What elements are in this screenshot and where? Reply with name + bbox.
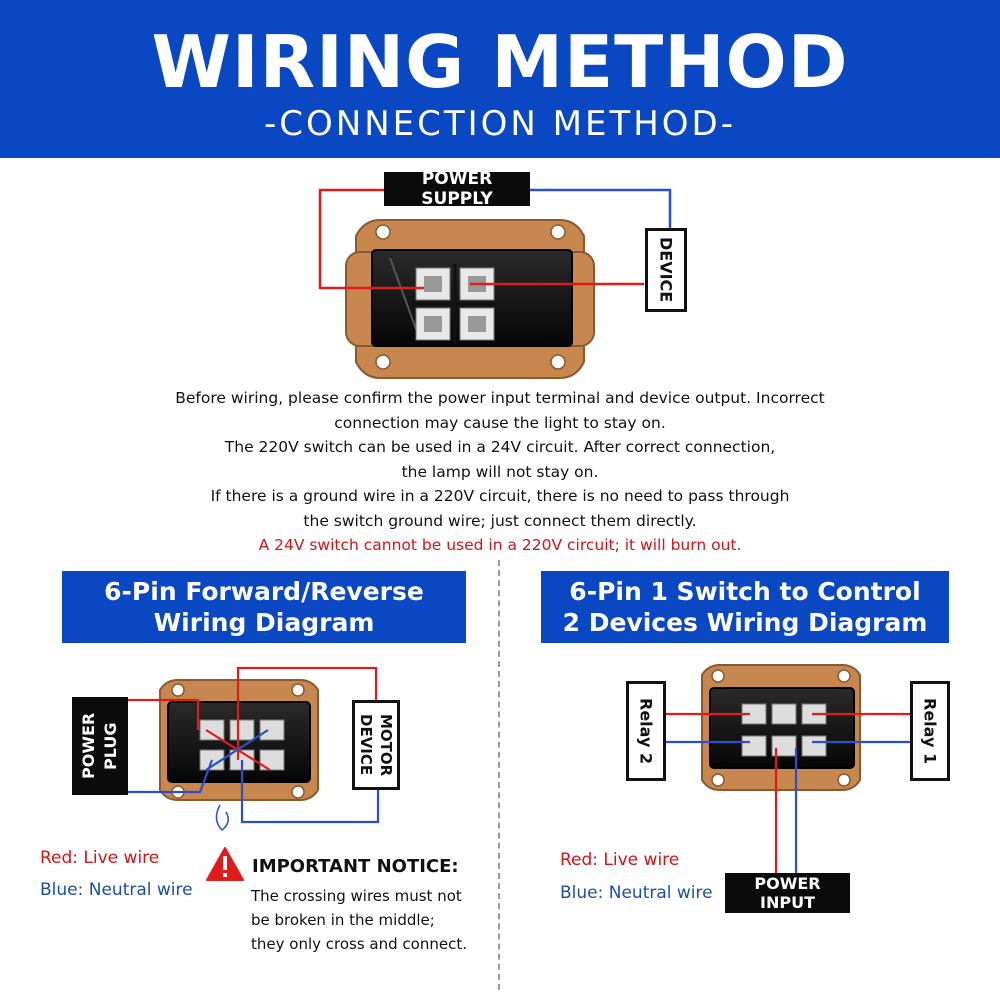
notice-body: The crossing wires must not be broken in… xyxy=(251,884,491,956)
right-legend-red: Red: Live wire xyxy=(560,850,680,870)
left-title-line1: 6-Pin Forward/Reverse xyxy=(104,577,424,606)
left-legend-blue: Blue: Neutral wire xyxy=(40,880,193,900)
top-rocker-switch xyxy=(345,219,595,379)
section-divider xyxy=(498,560,500,990)
notice-line: be broken in the middle; xyxy=(251,911,435,929)
relay-2-label: Relay 2 xyxy=(626,681,666,781)
instruction-line: the switch ground wire; just connect the… xyxy=(303,511,697,530)
device-label: DEVICE xyxy=(645,228,687,312)
header-banner: WIRING METHOD -CONNECTION METHOD- xyxy=(0,0,1000,158)
right-title-line2: 2 Devices Wiring Diagram xyxy=(562,608,928,637)
right-section-title: 6-Pin 1 Switch to Control 2 Devices Wiri… xyxy=(541,571,949,643)
instruction-line: If there is a ground wire in a 220V circ… xyxy=(210,487,790,505)
power-plug-label: POWER PLUG xyxy=(72,697,128,795)
right-rocker-switch xyxy=(701,664,861,791)
instruction-line: the lamp will not stay on. xyxy=(401,462,599,481)
motor-device-label: MOTOR DEVICE xyxy=(352,700,400,790)
power-input-label: POWER INPUT xyxy=(725,873,850,913)
instruction-line: connection may cause the light to stay o… xyxy=(334,413,666,432)
right-legend-blue: Blue: Neutral wire xyxy=(560,883,713,903)
left-legend-red: Red: Live wire xyxy=(40,848,160,868)
right-title-line1: 6-Pin 1 Switch to Control xyxy=(569,577,921,606)
notice-line: The crossing wires must not xyxy=(251,887,462,905)
power-supply-label: POWER SUPPLY xyxy=(384,169,530,209)
notice-line: they only cross and connect. xyxy=(251,935,467,953)
instruction-line: Before wiring, please confirm the power … xyxy=(175,389,825,407)
page-title: WIRING METHOD xyxy=(151,20,849,104)
page-subtitle: -CONNECTION METHOD- xyxy=(263,104,737,144)
wiring-instructions: Before wiring, please confirm the power … xyxy=(100,386,900,558)
warning-icon xyxy=(206,847,244,881)
left-title-line2: Wiring Diagram xyxy=(153,608,375,637)
instruction-line: The 220V switch can be used in a 24V cir… xyxy=(224,438,776,456)
relay-1-label: Relay 1 xyxy=(910,681,950,781)
left-section-title: 6-Pin Forward/Reverse Wiring Diagram xyxy=(62,571,466,643)
warning-line: A 24V switch cannot be used in a 220V ci… xyxy=(258,536,742,554)
notice-title: IMPORTANT NOTICE: xyxy=(252,856,459,877)
